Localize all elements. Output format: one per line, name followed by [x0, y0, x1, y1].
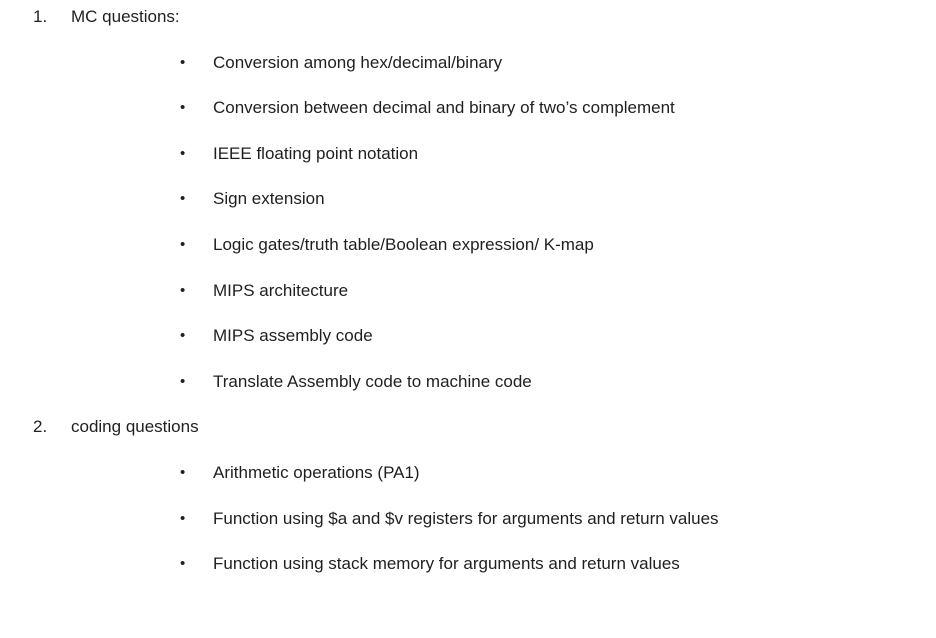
bullet-item: • Function using $a and $v registers for …: [0, 508, 936, 554]
bullet-icon: •: [180, 235, 186, 253]
section-number: 1.: [33, 7, 48, 26]
bullet-text: IEEE floating point notation: [213, 143, 419, 163]
section-title: MC questions:: [71, 7, 180, 26]
bullet-text: MIPS architecture: [213, 280, 349, 300]
bullet-item: • MIPS architecture: [0, 280, 936, 326]
bullet-text: Arithmetic operations (PA1): [213, 462, 420, 482]
bullet-text: Function using $a and $v registers for a…: [213, 508, 719, 528]
bullet-icon: •: [180, 99, 186, 117]
section-heading: 2. coding questions: [0, 416, 936, 462]
bullet-text: Sign extension: [213, 189, 325, 209]
bullet-text: MIPS assembly code: [213, 326, 373, 346]
bullet-item: • Logic gates/truth table/Boolean express…: [0, 234, 936, 280]
bullet-icon: •: [180, 53, 186, 71]
section-heading: 1. MC questions:: [0, 6, 936, 52]
bullet-icon: •: [180, 144, 186, 162]
bullet-text: Logic gates/truth table/Boolean expressi…: [213, 234, 594, 254]
bullet-icon: •: [180, 281, 186, 299]
bullet-icon: •: [180, 190, 186, 208]
bullet-item: • Arithmetic operations (PA1): [0, 462, 936, 508]
bullet-item: • MIPS assembly code: [0, 325, 936, 371]
bullet-item: • Conversion between decimal and binary o…: [0, 97, 936, 143]
bullet-item: • Function using stack memory for argumen…: [0, 553, 936, 599]
bullet-item: • Conversion among hex/decimal/binary: [0, 52, 936, 98]
bullet-icon: •: [180, 509, 186, 527]
bullet-item: • IEEE floating point notation: [0, 143, 936, 189]
section-title: coding questions: [71, 417, 199, 437]
bullet-item: • Sign extension: [0, 188, 936, 234]
bullet-item: • Translate Assembly code to machine code: [0, 371, 936, 417]
bullet-icon: •: [180, 327, 186, 345]
section-number: 2.: [33, 417, 48, 437]
bullet-icon: •: [180, 555, 186, 573]
bullet-text: Conversion between decimal and binary of…: [213, 98, 675, 118]
bullet-text: Conversion among hex/decimal/binary: [213, 52, 503, 72]
bullet-icon: •: [180, 463, 186, 481]
bullet-icon: •: [180, 372, 186, 390]
bullet-text: Function using stack memory for argument…: [213, 554, 680, 574]
bullet-text: Translate Assembly code to machine code: [213, 371, 532, 391]
